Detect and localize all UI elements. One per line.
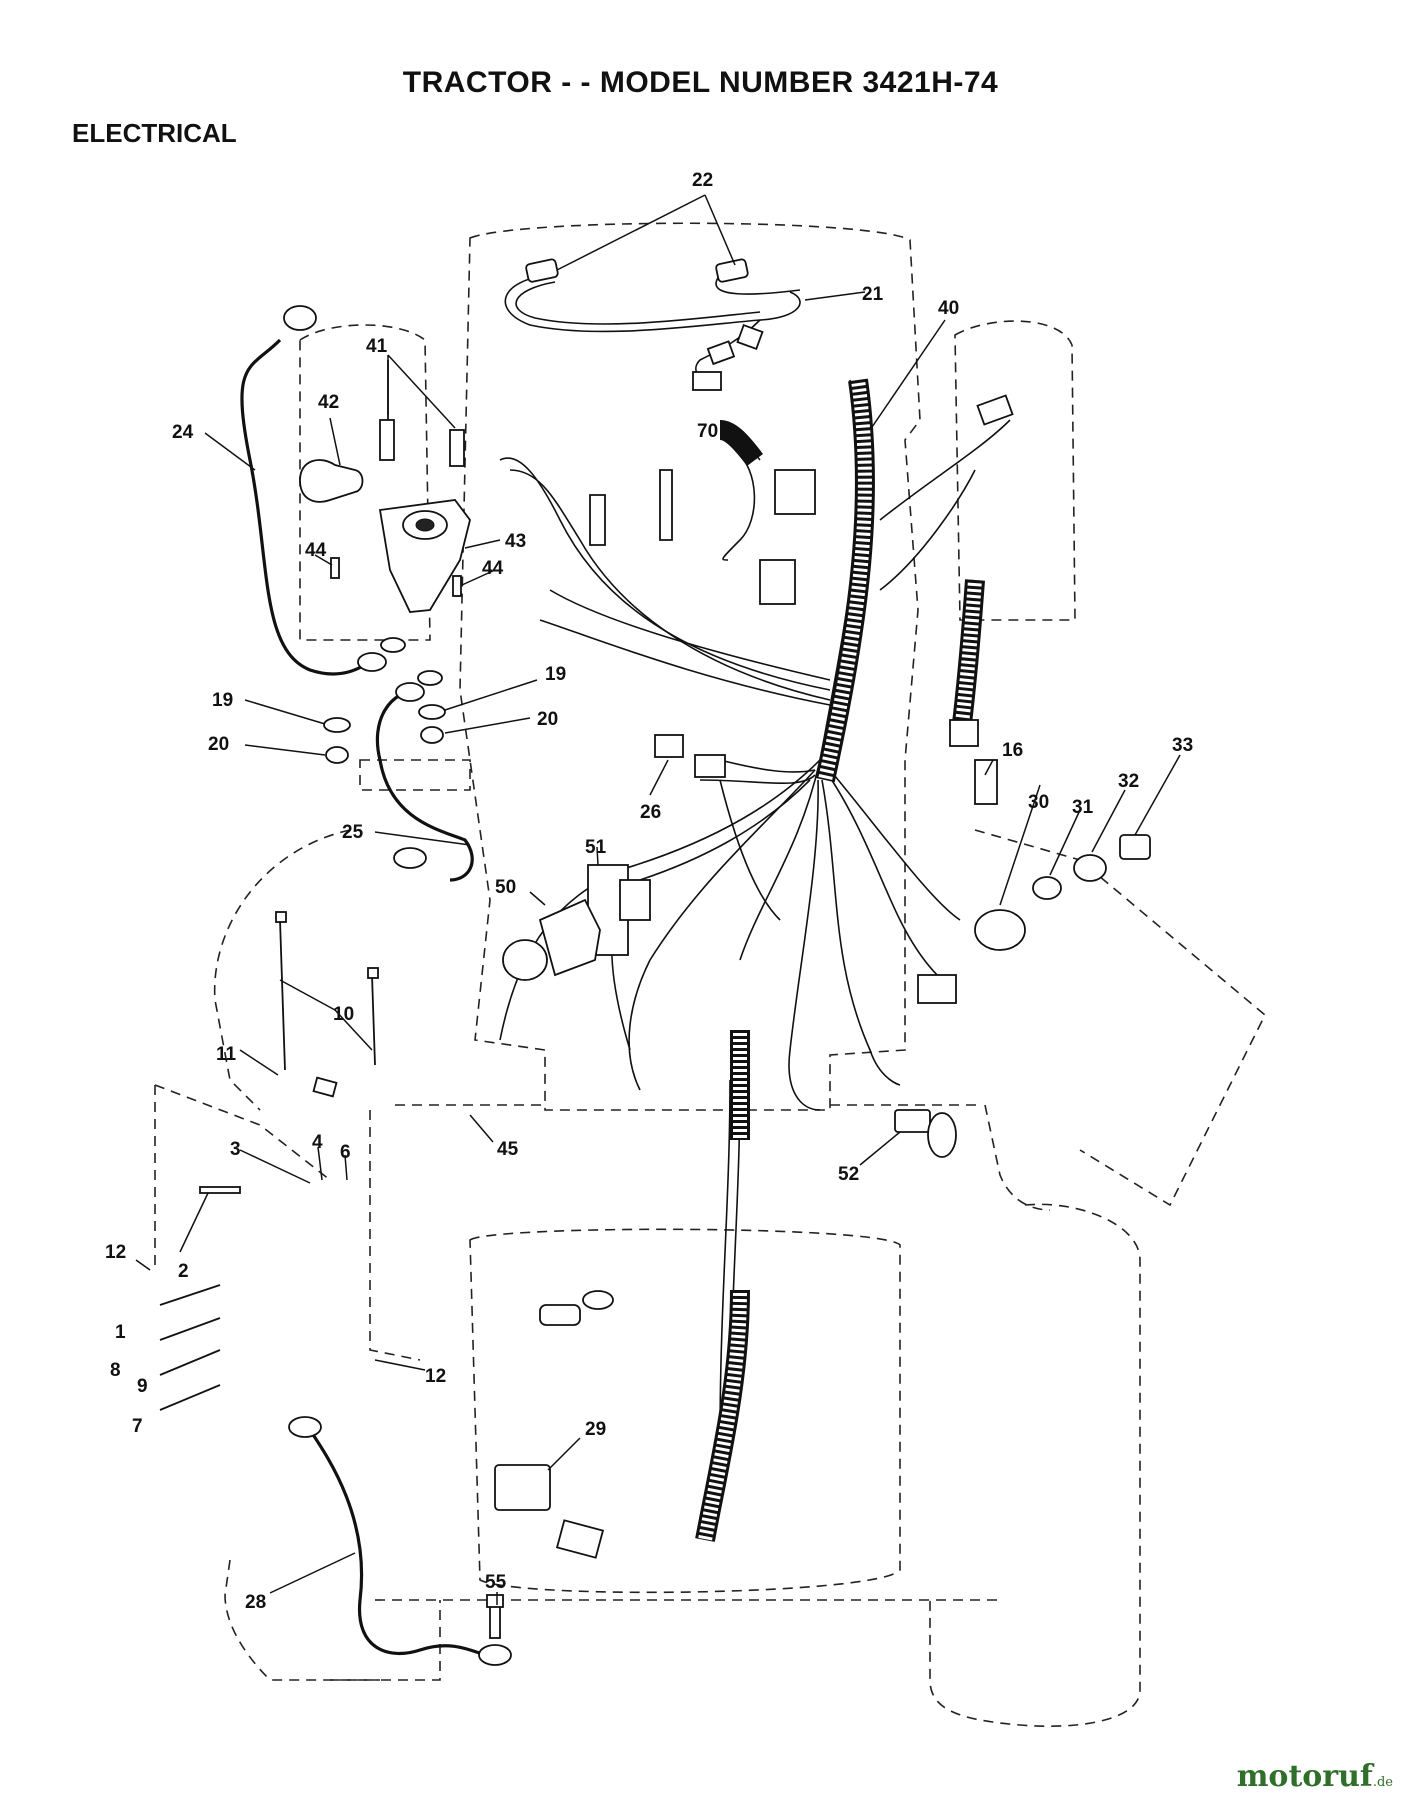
harness-plug-top [706, 340, 736, 366]
callout-55: 55 [485, 1572, 507, 1593]
callout-44b: 44 [482, 558, 504, 579]
callout-42: 42 [318, 392, 339, 413]
diagram-title: TRACTOR - - MODEL NUMBER 3421H-74 [402, 66, 999, 99]
leader-lines [135, 194, 1181, 1605]
callout-12a: 12 [105, 1242, 126, 1263]
callout-7: 7 [132, 1416, 143, 1437]
nut-20-right [420, 726, 444, 744]
connector-right [917, 974, 957, 1004]
nut-31 [1032, 876, 1062, 900]
headlight-harness [504, 258, 801, 381]
main-harness [499, 379, 1011, 1441]
bezel-32 [1073, 854, 1107, 882]
connector-headlight [692, 371, 722, 391]
callout-25: 25 [342, 822, 364, 843]
harness-plug-21 [736, 323, 764, 351]
callout-29: 29 [585, 1419, 606, 1440]
callout-45: 45 [497, 1139, 519, 1160]
callout-9: 9 [137, 1376, 148, 1397]
callout-12b: 12 [425, 1366, 446, 1387]
callout-11: 11 [216, 1044, 237, 1065]
washer-19-right [418, 704, 446, 720]
callout-51: 51 [585, 837, 607, 858]
callout-3: 3 [230, 1139, 241, 1160]
callout-8: 8 [110, 1360, 121, 1381]
ignition-switch-30 [974, 909, 1026, 951]
relay-70 [774, 469, 816, 515]
callout-24: 24 [172, 422, 194, 443]
seat-switch-29 [494, 1464, 551, 1511]
callout-44a: 44 [305, 540, 327, 561]
pto-switch-16 [974, 759, 998, 805]
washers-nuts [323, 637, 446, 764]
switches-connectors [486, 371, 1151, 1639]
washer-19-left [323, 717, 351, 733]
callout-1: 1 [115, 1322, 126, 1343]
callout-4: 4 [312, 1132, 323, 1153]
callout-6: 6 [340, 1142, 351, 1163]
headlight-socket-right [715, 258, 749, 283]
callout-43: 43 [505, 531, 526, 552]
callout-33: 33 [1172, 735, 1193, 756]
connector-29 [555, 1519, 605, 1559]
nut-20-left [325, 746, 349, 764]
callout-26: 26 [640, 802, 661, 823]
solenoid-assembly [299, 360, 471, 613]
wire-conduit [695, 378, 985, 1542]
key-33 [1119, 834, 1151, 860]
callout-labels: 22 21 40 41 42 24 70 43 44 44 19 19 20 2… [105, 170, 1193, 1613]
bolt-41-left [379, 419, 395, 461]
hardware-bolts [159, 911, 379, 1411]
connector-26b [694, 754, 726, 778]
solenoid-body [378, 499, 471, 613]
terminal-boot-42 [299, 459, 364, 503]
watermark-logo: motoruf.de [1236, 1759, 1393, 1794]
callout-20a: 20 [208, 734, 229, 755]
callout-30: 30 [1028, 792, 1049, 813]
callout-41: 41 [366, 336, 388, 357]
section-title: ELECTRICAL [72, 118, 237, 148]
bolt-41-right [449, 429, 465, 467]
callout-70: 70 [697, 421, 718, 442]
callout-22: 22 [692, 170, 713, 191]
connector-16 [949, 719, 979, 747]
callout-19a: 19 [212, 690, 233, 711]
callout-50: 50 [495, 877, 516, 898]
callout-52: 52 [838, 1164, 859, 1185]
callout-32: 32 [1118, 771, 1139, 792]
tractor-outline [154, 222, 1266, 1728]
headlight-socket-left [525, 258, 559, 283]
callout-28: 28 [245, 1592, 266, 1613]
callout-21: 21 [862, 284, 884, 305]
loop-52 [927, 1112, 957, 1158]
callout-40: 40 [938, 298, 959, 319]
callout-10: 10 [333, 1004, 354, 1025]
battery-cables [240, 305, 512, 1666]
key-switch-50 [538, 898, 601, 977]
plug-52 [894, 1109, 931, 1133]
callout-31: 31 [1072, 797, 1094, 818]
callout-2: 2 [178, 1261, 189, 1282]
connector-26a [654, 734, 684, 758]
callout-16: 16 [1002, 740, 1023, 761]
callout-19b: 19 [545, 664, 566, 685]
callout-20b: 20 [537, 709, 558, 730]
